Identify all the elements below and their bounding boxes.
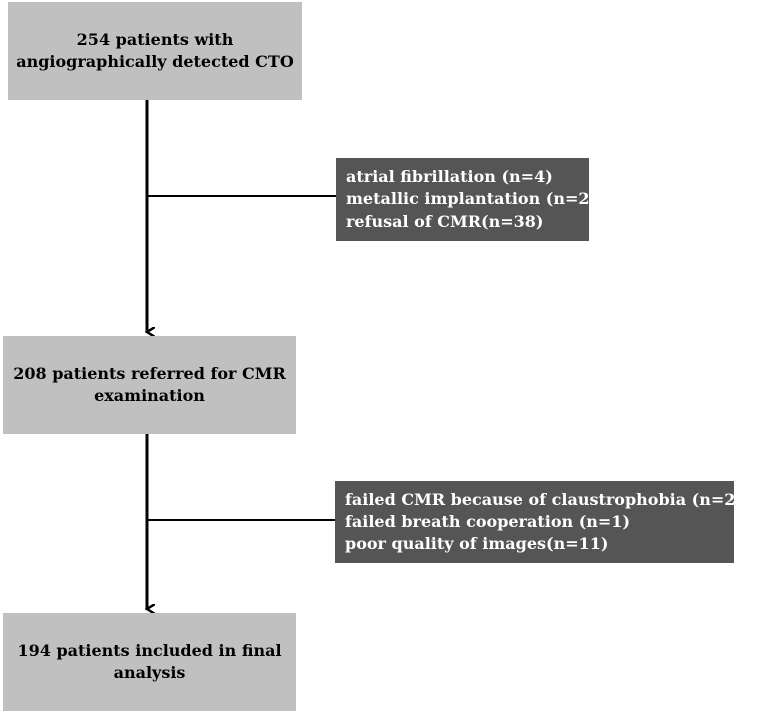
exclusion-line: metallic implantation (n=2) — [346, 189, 598, 209]
step-box-line: 194 patients included in final — [17, 640, 282, 660]
exclusion-line: refusal of CMR(n=38) — [346, 211, 544, 231]
exclusion-box-2: failed CMR because of claustrophobia (n=… — [335, 481, 743, 563]
exclusion-line: poor quality of images(n=11) — [345, 534, 609, 554]
step-box-line: 254 patients with — [76, 29, 234, 49]
step-box-final-analysis: 194 patients included in final analysis — [3, 613, 296, 711]
step-box-line: angiographically detected CTO — [16, 52, 294, 71]
exclusion-line: failed breath cooperation (n=1) — [345, 511, 631, 531]
exclusion-line: atrial fibrillation (n=4) — [346, 167, 553, 187]
step-box-line: 208 patients referred for CMR — [13, 363, 286, 383]
step-box-referred: 208 patients referred for CMR examinatio… — [3, 336, 296, 434]
step-box-initial-cohort: 254 patients with angiographically detec… — [8, 2, 302, 100]
exclusion-line: failed CMR because of claustrophobia (n=… — [345, 489, 743, 509]
exclusion-box-1: atrial fibrillation (n=4) metallic impla… — [336, 158, 597, 241]
step-box-line: analysis — [113, 663, 186, 682]
step-box-line: examination — [94, 386, 205, 405]
